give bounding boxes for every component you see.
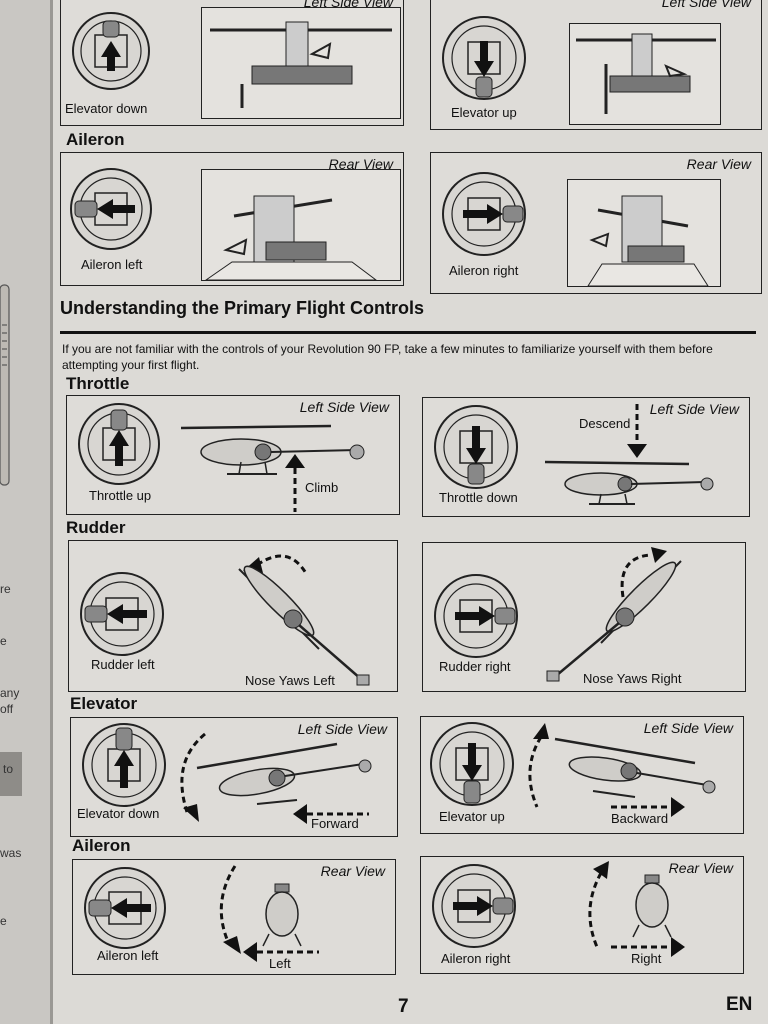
panel-label: Elevator down <box>77 806 160 821</box>
panel-label: Elevator up <box>451 105 517 120</box>
direction-label: Descend <box>579 416 631 431</box>
panel-label: Rudder right <box>439 659 511 674</box>
arrow-left-icon <box>243 942 319 962</box>
helicopter-side-illustration <box>569 23 721 125</box>
direction-label: Nose Yaws Right <box>583 671 682 686</box>
panel-throttle-up: Throttle up Climb Left Side View <box>66 395 400 515</box>
panel-rudder-left: Rudder left Nose Yaws Left <box>68 540 398 692</box>
panel-label: Aileron left <box>81 257 143 272</box>
control-stick-icon <box>442 16 526 100</box>
language-code: EN <box>726 994 753 1015</box>
arrow-down-icon <box>627 404 647 458</box>
section-heading-rudder: Rudder <box>66 518 126 537</box>
panel-elevator-up: Elevator up Backward Left Side View <box>420 716 744 834</box>
helicopter-side-illustration <box>201 7 401 119</box>
panel-aileron-left: Aileron left Left Rear View <box>72 859 396 975</box>
panel-label: Elevator down <box>65 101 148 116</box>
control-stick-icon <box>434 405 518 489</box>
gutter-fragment: e <box>0 634 7 648</box>
control-stick-icon <box>432 864 516 948</box>
gutter-fragment: off <box>0 702 14 716</box>
direction-label: Backward <box>611 811 669 826</box>
gutter-fragment: e <box>0 914 7 928</box>
gutter-fragment: re <box>0 582 11 596</box>
panel-aileron-right-top: Aileron right Rear View <box>430 152 762 294</box>
panel-label: Aileron right <box>449 263 519 278</box>
view-caption: Left Side View <box>643 720 733 736</box>
panel-elevator-up-top: Elevator up Left Side View <box>430 0 762 130</box>
pitch-arrow-icon <box>528 723 549 808</box>
view-caption: Rear View <box>686 156 751 172</box>
roll-arrow-icon <box>588 861 609 948</box>
control-stick-icon <box>72 12 150 90</box>
panel-label: Aileron left <box>97 948 159 963</box>
direction-label: Climb <box>305 480 339 495</box>
view-caption: Left Side View <box>649 401 739 417</box>
page-number: 7 <box>398 996 409 1017</box>
roll-arrow-icon <box>219 865 241 954</box>
control-stick-icon <box>80 572 164 656</box>
control-stick-icon <box>78 403 160 485</box>
control-stick-icon <box>434 574 518 658</box>
view-caption: Left Side View <box>297 721 387 737</box>
view-caption: Left Side View <box>303 0 393 10</box>
arrow-right-icon <box>611 797 685 817</box>
gutter-fragment: to <box>3 762 14 776</box>
panel-label: Throttle down <box>439 490 518 505</box>
panel-label: Elevator up <box>439 809 505 824</box>
control-stick-icon <box>84 867 166 949</box>
pitch-arrow-icon <box>180 732 206 822</box>
panel-label: Throttle up <box>89 488 152 503</box>
arrow-up-icon <box>285 454 305 512</box>
helicopter-side-illustration <box>544 460 714 505</box>
panel-label: Aileron right <box>441 951 511 966</box>
helicopter-top-illustration <box>238 554 370 686</box>
view-caption: Rear View <box>328 156 393 172</box>
view-caption: Rear View <box>320 863 385 879</box>
section-heading-throttle: Throttle <box>66 374 130 393</box>
gutter-highlight <box>0 752 22 796</box>
direction-label: Right <box>631 951 662 966</box>
panel-elevator-down-top: Elevator down Left Side View <box>60 0 404 126</box>
panel-throttle-down: Throttle down Descend Left Side View <box>422 397 750 517</box>
view-caption: Rear View <box>668 860 733 876</box>
helicopter-top-illustration <box>546 547 682 682</box>
panel-aileron-left-top: Aileron left Rear View <box>60 152 404 286</box>
helicopter-side-illustration <box>554 737 716 798</box>
gutter-fragment: was <box>0 846 22 860</box>
helicopter-rear-illustration <box>567 179 721 287</box>
section-heading-aileron-top: Aileron <box>66 130 125 149</box>
view-caption: Left Side View <box>299 399 389 415</box>
arrow-right-icon <box>611 937 685 957</box>
direction-label: Left <box>269 956 291 971</box>
page-heading: Understanding the Primary Flight Control… <box>60 298 425 318</box>
direction-label: Forward <box>311 816 359 831</box>
panel-label: Rudder left <box>91 657 155 672</box>
section-heading-elevator: Elevator <box>70 694 138 713</box>
helicopter-side-illustration <box>180 424 365 475</box>
binding-strip-icon <box>0 284 10 486</box>
panel-elevator-down: Elevator down Forward Left Side View <box>70 717 398 837</box>
control-stick-icon <box>442 172 526 256</box>
heading-rule <box>60 331 756 334</box>
direction-label: Nose Yaws Left <box>245 673 335 688</box>
control-stick-icon <box>70 168 152 250</box>
helicopter-side-illustration <box>196 742 372 805</box>
previous-page-edge: re e any off to was e <box>0 0 53 1024</box>
section-heading-aileron: Aileron <box>72 836 131 855</box>
intro-paragraph: If you are not familiar with the control… <box>62 342 713 372</box>
control-stick-icon <box>82 723 166 807</box>
helicopter-rear-illustration <box>201 169 401 281</box>
helicopter-rear-icon <box>262 883 302 947</box>
panel-aileron-right: Aileron right Right Rear View <box>420 856 744 974</box>
helicopter-rear-icon <box>632 874 672 938</box>
control-stick-icon <box>430 722 514 806</box>
view-caption: Left Side View <box>661 0 751 10</box>
gutter-fragment: any <box>0 686 20 700</box>
panel-rudder-right: Rudder right Nose Yaws Right <box>422 542 746 692</box>
arrow-left-icon <box>293 804 369 824</box>
